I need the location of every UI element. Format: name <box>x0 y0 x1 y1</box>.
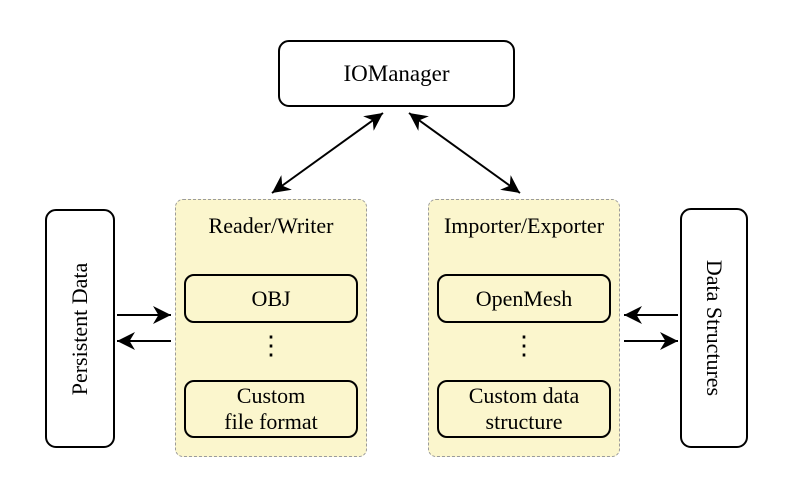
custom-data-structure-label-line2: structure <box>485 409 563 434</box>
reader-writer-panel: Reader/Writer OBJ ⋮ Custom file format <box>175 199 367 457</box>
openmesh-label: OpenMesh <box>475 285 573 311</box>
arrow-iomanager-readerwriter <box>271 112 384 194</box>
custom-file-format-label-line1: Custom <box>236 383 306 408</box>
importer-exporter-ellipsis: ⋮ <box>511 331 537 360</box>
openmesh-node: OpenMesh <box>437 274 611 323</box>
custom-data-structure-node: Custom data structure <box>437 380 611 438</box>
reader-writer-ellipsis: ⋮ <box>258 331 284 360</box>
reader-writer-title: Reader/Writer <box>208 213 334 238</box>
iomanager-label: IOManager <box>343 60 450 86</box>
custom-file-format-node: Custom file format <box>184 380 358 438</box>
importer-exporter-panel: Importer/Exporter OpenMesh ⋮ Custom data… <box>428 199 620 457</box>
importer-exporter-title: Importer/Exporter <box>443 213 605 238</box>
obj-label: OBJ <box>251 285 291 311</box>
arrow-iomanager-importerexporter <box>408 112 521 194</box>
obj-node: OBJ <box>184 274 358 323</box>
persistent-data-node: Persistent Data <box>45 209 115 448</box>
custom-data-structure-label-line1: Custom data <box>468 383 580 408</box>
data-structures-label: Data Structures <box>702 259 727 397</box>
data-structures-node: Data Structures <box>680 208 748 448</box>
iomanager-node: IOManager <box>278 40 515 107</box>
persistent-data-label: Persistent Data <box>67 262 92 395</box>
custom-file-format-label-line2: file format <box>224 409 318 434</box>
